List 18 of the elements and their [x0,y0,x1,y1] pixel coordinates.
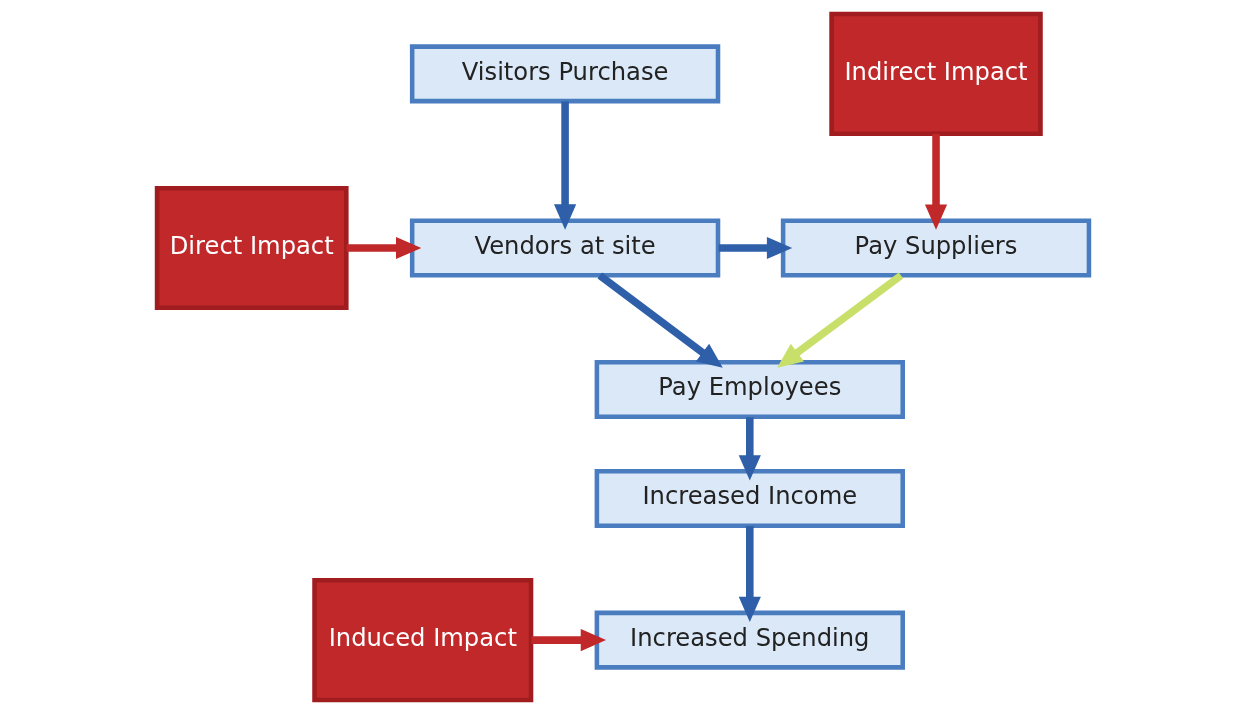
arrow [738,417,761,481]
arrow [553,101,576,230]
arrow [924,133,947,230]
node-box: Indirect Impact [828,11,1043,136]
node-box: Induced Impact [311,578,533,703]
arrow [718,236,792,260]
node-box: Visitors Purchase [409,44,720,104]
arrow [776,272,903,368]
arrow [530,629,606,652]
node-box: Pay Employees [594,360,905,420]
arrow [346,236,421,260]
node-box: Increased Spending [594,610,905,670]
node-box: Increased Income [594,469,905,529]
node-box: Pay Suppliers [780,218,1091,278]
node-box: Direct Impact [154,185,349,311]
arrow [738,526,761,623]
node-box: Vendors at site [409,218,720,278]
arrow [597,272,723,368]
